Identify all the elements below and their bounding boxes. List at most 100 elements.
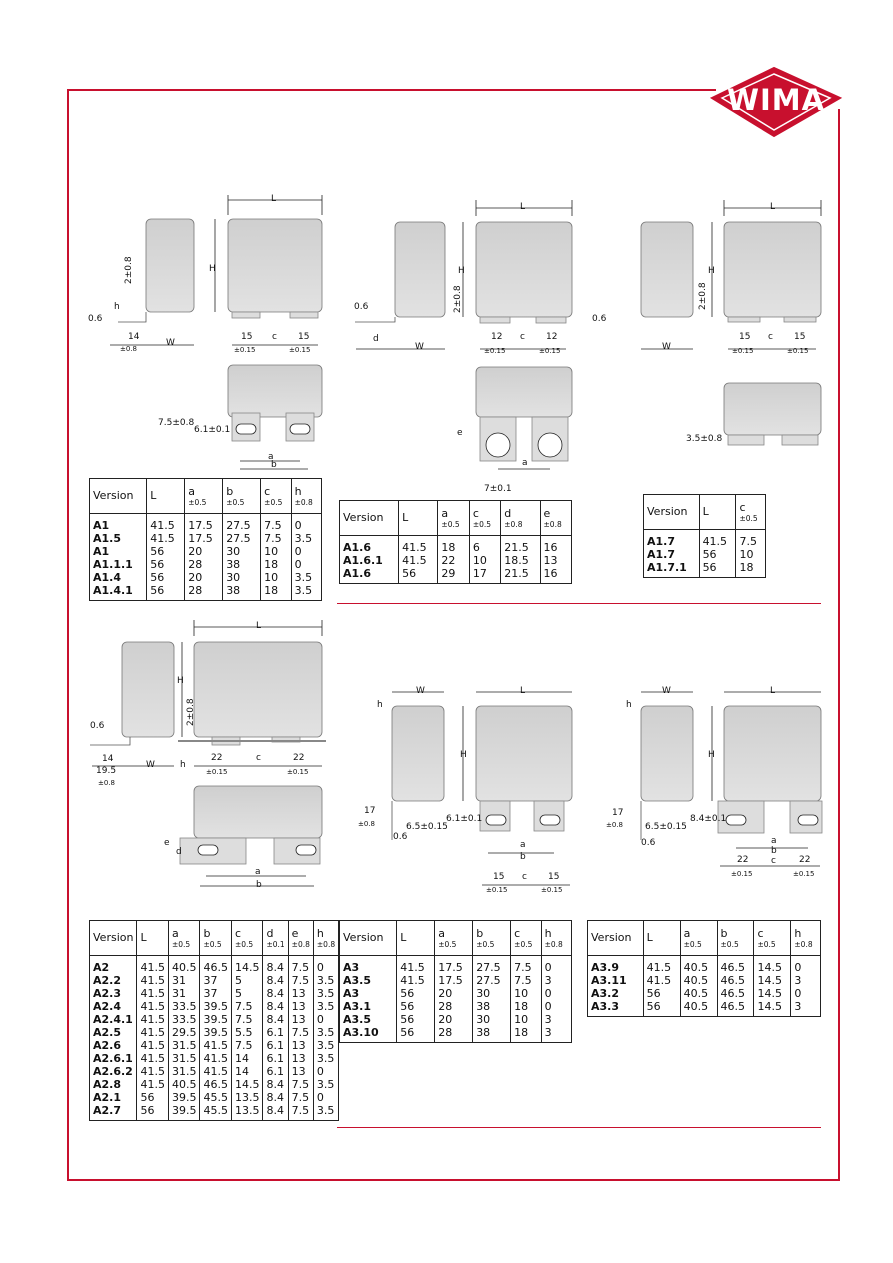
column-header: L (146, 478, 186, 514)
column-header: c±0.5 (753, 920, 792, 956)
value-cell: 41.5 (136, 1052, 169, 1065)
value-cell: 13 (287, 1052, 314, 1065)
version-cell: A1 (88, 513, 148, 532)
value-cell: 46.5 (716, 1000, 755, 1017)
column-tolerance: ±0.5 (438, 939, 457, 949)
value-cell: 7.5 (735, 529, 766, 548)
version-cell: A3.5 (338, 1013, 398, 1026)
value-cell: 40.5 (679, 955, 718, 974)
value-cell: 28 (184, 558, 224, 571)
value-cell: 8.4 (262, 1000, 289, 1013)
value-cell: 17 (468, 567, 502, 584)
column-name: L (150, 489, 157, 502)
value-cell: 7.5 (230, 1039, 264, 1052)
value-cell: 41.5 (136, 955, 169, 974)
column-name: c (739, 500, 746, 514)
value-cell: 3.5 (290, 584, 323, 601)
value-cell: 8.4 (262, 955, 289, 974)
column-name: Version (93, 931, 134, 944)
value-cell: 7.5 (287, 974, 314, 987)
value-cell: 0 (312, 1013, 340, 1026)
value-cell: 5 (230, 987, 264, 1000)
value-cell: 56 (396, 1026, 436, 1043)
column-header: a±0.5 (437, 500, 470, 536)
value-cell: 41.5 (396, 974, 436, 987)
value-cell: 18 (510, 1026, 542, 1043)
column-header: e±0.8 (287, 920, 314, 956)
version-cell: A2.5 (88, 1026, 138, 1039)
column-tolerance: ±0.5 (188, 497, 207, 507)
value-cell: 7.5 (260, 513, 292, 532)
frame-top-left (67, 89, 444, 91)
value-cell: 8.4 (262, 1013, 289, 1026)
value-cell: 41.5 (136, 974, 169, 987)
value-cell: 17.5 (434, 955, 474, 974)
value-cell: 17.5 (434, 974, 474, 987)
value-cell: 14.5 (230, 1078, 264, 1091)
value-cell: 6.1 (262, 1026, 289, 1039)
value-cell: 56 (642, 1000, 681, 1017)
value-cell: 10 (468, 554, 502, 567)
column-header: h±0.8 (290, 478, 323, 514)
value-cell: 46.5 (199, 955, 232, 974)
value-cell: 41.5 (136, 1039, 169, 1052)
section-divider-2 (337, 1127, 821, 1128)
column-name: a (683, 926, 691, 940)
value-cell: 41.5 (136, 1026, 169, 1039)
column-header: d±0.1 (262, 920, 289, 956)
value-cell: 13 (287, 1000, 314, 1013)
drawing-a3 (391, 691, 573, 886)
version-cell: A3.5 (338, 974, 398, 987)
column-header: Version (88, 478, 148, 514)
version-cell: A2.6.1 (88, 1052, 138, 1065)
value-cell: 13.5 (230, 1104, 264, 1121)
column-name: Version (343, 511, 384, 524)
column-tolerance: ±0.5 (234, 939, 254, 949)
value-cell: 41.5 (146, 513, 186, 532)
column-tolerance: ±0.8 (291, 939, 310, 949)
column-name: Version (591, 931, 632, 944)
value-cell: 41.5 (199, 1052, 232, 1065)
column-name: d (504, 506, 512, 520)
column-header: L (642, 920, 681, 956)
column-tolerance: ±0.8 (294, 497, 313, 507)
value-cell: 14.5 (753, 955, 792, 974)
column-name: d (266, 926, 274, 940)
version-cell: A1.4 (88, 571, 148, 584)
version-cell: A2.8 (88, 1078, 138, 1091)
value-cell: 17.5 (184, 532, 224, 545)
column-name: a (441, 506, 449, 520)
value-cell: 6.1 (262, 1039, 289, 1052)
value-cell: 40.5 (167, 955, 201, 974)
value-cell: 18 (510, 1000, 542, 1013)
value-cell: 37 (199, 987, 232, 1000)
value-cell: 10 (510, 987, 542, 1000)
value-cell: 3 (790, 1000, 821, 1017)
value-cell: 7.5 (287, 1026, 314, 1039)
value-cell: 3.5 (290, 571, 323, 584)
version-cell: A2.2 (88, 974, 138, 987)
value-cell: 41.5 (136, 1065, 169, 1078)
value-cell: 0 (540, 955, 573, 974)
value-cell: 8.4 (262, 974, 289, 987)
value-cell: 41.5 (136, 1000, 169, 1013)
column-name: Version (93, 489, 134, 502)
value-cell: 46.5 (716, 955, 755, 974)
value-cell: 20 (184, 545, 224, 558)
value-cell: 21.5 (500, 567, 541, 584)
value-cell: 0 (790, 955, 821, 974)
